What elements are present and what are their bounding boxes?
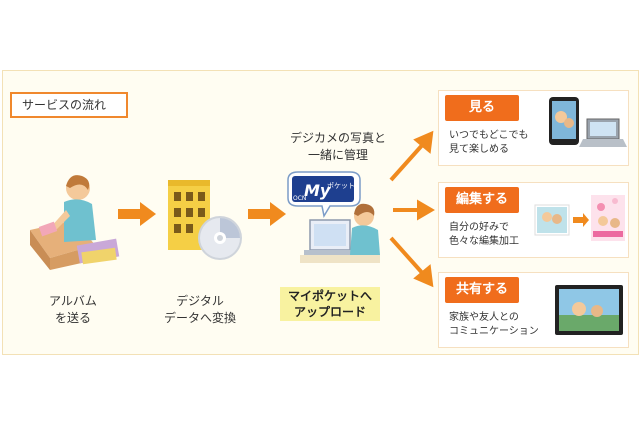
note-line1: デジカメの写真と [289,131,386,145]
album-person-illustration [30,175,120,270]
card-edit-line2: 色々な編集加工 [449,236,519,247]
branch-arrows [389,130,435,288]
section-title: サービスの流れ [10,92,128,118]
note-line2: 一緒に管理 [307,148,368,162]
photo-edit-illustration [534,195,625,241]
photo-frame-illustration [555,285,623,335]
mypocket-logo-ocn: OCN [293,195,306,202]
step-album-caption: アルバム を送る [28,293,118,327]
card-view: 見る いつでもどこでも 見て楽しめる [438,90,629,166]
card-edit-tab: 編集する [445,187,519,213]
branch-arrow-up-head [413,130,434,154]
card-share-line2: コミュニケーション [449,326,539,337]
flow-arrow-2 [248,202,286,226]
card-share-line1: 家族や友人との [449,312,519,323]
step-album-line2: を送る [54,311,91,325]
card-view-line2: 見て楽しめる [449,144,509,155]
step-upload-line2: アップロード [293,305,366,319]
branch-arrow-down [389,236,427,278]
branch-arrow-up [389,140,427,182]
card-view-line1: いつでもどこでも [449,130,529,141]
tablet-laptop-illustration [549,97,627,147]
flow-arrow-1 [118,202,156,226]
step-upload-caption: マイポケットへ アップロード [280,287,380,321]
card-view-desc: いつでもどこでも 見て楽しめる [449,129,529,157]
step-upload-line1: マイポケットへ [287,289,372,303]
building-disc-illustration [168,180,242,260]
card-view-tab: 見る [445,95,519,121]
card-share-desc: 家族や友人との コミュニケーション [449,311,539,339]
card-share: 共有する 家族や友人との コミュニケーション [438,272,629,348]
step-digital-caption: デジタル データへ変換 [150,293,250,327]
branch-arrow-down-head [413,264,434,288]
mypocket-logo-brand: My [304,181,331,200]
card-edit-line1: 自分の好みで [449,222,509,233]
branch-arrow-mid-head [417,199,435,221]
mypocket-logo-sub: ポケット [327,182,355,190]
card-edit-desc: 自分の好みで 色々な編集加工 [449,221,519,249]
card-edit: 編集する 自分の好みで 色々な編集加工 [438,182,629,258]
step-digital-line2: データへ変換 [163,311,236,325]
mypocket-user-illustration: My ポケット OCN [287,171,380,263]
note-caption: デジカメの写真と 一緒に管理 [283,130,393,164]
step-digital-line1: デジタル [176,294,224,308]
step-album-line1: アルバム [49,294,97,308]
card-share-tab: 共有する [445,277,519,303]
